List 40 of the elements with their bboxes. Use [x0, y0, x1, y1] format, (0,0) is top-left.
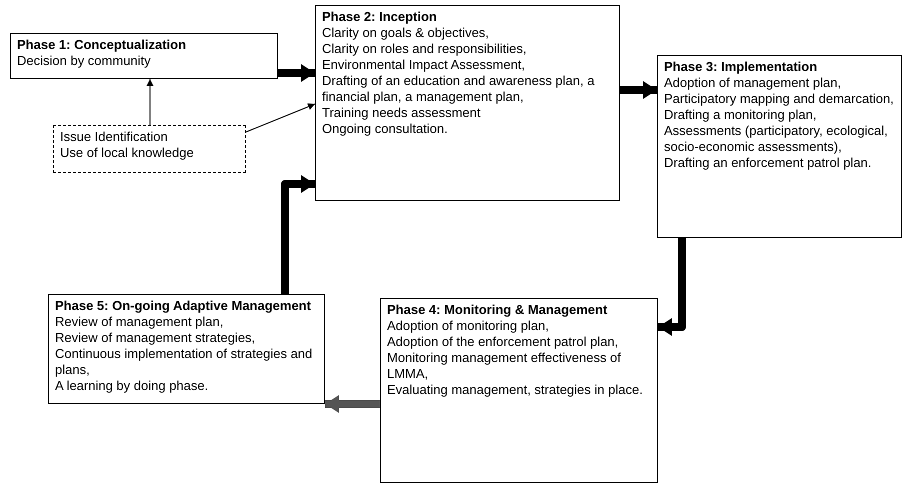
phase-box [10, 33, 278, 79]
arrow [146, 78, 154, 126]
arrow [325, 395, 380, 413]
arrow [246, 103, 316, 132]
phase-text: Assessments (participatory, ecological, socio-economic assessments), [664, 123, 889, 155]
phase-heading: Phase 1: Conceptualization [17, 37, 188, 53]
phase-text: Participatory mapping and demarcation, [664, 91, 895, 107]
phase-heading: Phase 4: Monitoring & Management [387, 302, 608, 318]
arrow [278, 64, 315, 82]
phase-text: Training needs assessment [322, 105, 482, 121]
phase-text: A learning by doing phase. [55, 378, 210, 394]
phase-text: Clarity on goals & objectives, [322, 25, 490, 41]
phase-text: Environmental Impact Assessment, [322, 57, 526, 73]
phase-text: Continuous implementation of strategies and plans, [55, 346, 314, 378]
arrow [658, 238, 686, 336]
phase-text: Review of management plan, [55, 314, 224, 330]
arrow [281, 175, 315, 294]
phase-text: Clarity on roles and responsibilities, [322, 41, 528, 57]
phase-text: Drafting a monitoring plan, [664, 107, 818, 123]
phase-text: Ongoing consultation. [322, 121, 449, 137]
phase-box [315, 5, 620, 201]
phase-text: Adoption of monitoring plan, [387, 318, 550, 334]
phase-text: Drafting an enforcement patrol plan. [664, 155, 872, 171]
phase-box [48, 294, 325, 404]
phase-text: Evaluating management, strategies in place. [387, 382, 644, 398]
phase-heading: Phase 3: Implementation [664, 59, 818, 75]
phase-text: Monitoring management effectiveness of LMMA, [387, 350, 622, 382]
phase-text: Adoption of the enforcement patrol plan, [387, 334, 620, 350]
phase-heading: Phase 2: Inception [322, 9, 438, 25]
phase-heading: Phase 5: On-going Adaptive Management [55, 298, 312, 314]
phase-text: Drafting of an education and awareness plan, a financial plan, a management plan, [322, 73, 596, 105]
phase-box [657, 55, 902, 238]
phase-text: Use of local knowledge [60, 145, 195, 161]
phase-text: Issue Identification [60, 129, 169, 145]
phase-text: Review of management strategies, [55, 330, 256, 346]
note-box [53, 125, 246, 173]
arrow [620, 81, 657, 99]
phase-text: Adoption of management plan, [664, 75, 842, 91]
phase-box [380, 298, 658, 483]
phase-text: Decision by community [17, 53, 152, 69]
